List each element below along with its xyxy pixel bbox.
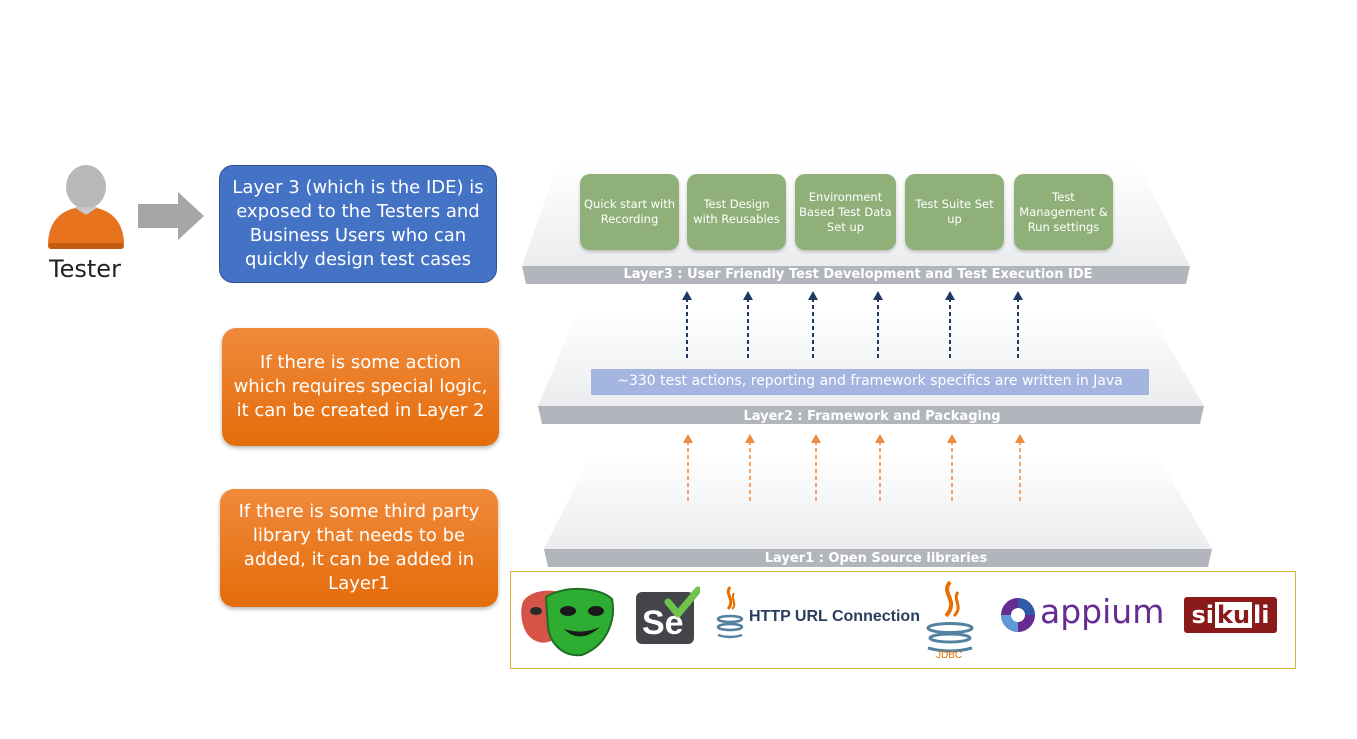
playwright-icon bbox=[521, 587, 614, 657]
tile-quick-start: Quick start with Recording bbox=[580, 174, 679, 250]
layer2-label: Layer2 : Framework and Packaging bbox=[743, 409, 1001, 424]
layer3-callout: Layer 3 (which is the IDE) is exposed to… bbox=[219, 165, 497, 283]
appium-icon bbox=[1001, 598, 1035, 632]
jdbc-icon bbox=[926, 580, 974, 653]
tester-label: Tester bbox=[49, 255, 121, 283]
layer1-label: Layer1 : Open Source libraries bbox=[764, 551, 988, 566]
http-url-connection-label: HTTP URL Connection bbox=[749, 608, 920, 625]
tile-environment: Environment Based Test Data Set up bbox=[795, 174, 896, 250]
right-arrow-icon bbox=[138, 192, 204, 240]
tile-test-design: Test Design with Reusables bbox=[687, 174, 786, 250]
tile-test-management: Test Management & Run settings bbox=[1014, 174, 1113, 250]
sikuli-text-c: li bbox=[1253, 601, 1270, 629]
layer3-label: Layer3 : User Friendly Test Development … bbox=[623, 267, 1093, 282]
person-icon bbox=[48, 165, 124, 249]
java-note-bar: ~330 test actions, reporting and framewo… bbox=[591, 369, 1149, 395]
layer1-platform bbox=[544, 453, 1212, 567]
layer2-callout: If there is some action which requires s… bbox=[222, 328, 499, 446]
jdbc-label: JDBC bbox=[936, 650, 963, 661]
layer1-to-layer2-arrows bbox=[683, 434, 1025, 501]
selenium-icon: Se bbox=[636, 586, 700, 644]
sikuli-text-a: si bbox=[1191, 601, 1214, 629]
appium-label: appium bbox=[1040, 592, 1165, 631]
sikuli-text-b: ku bbox=[1215, 601, 1253, 629]
layer1-callout: If there is some third party library tha… bbox=[220, 489, 498, 607]
java-icon bbox=[716, 586, 744, 639]
layer2-to-layer3-arrows bbox=[682, 291, 1023, 358]
tile-test-suite: Test Suite Set up bbox=[905, 174, 1004, 250]
